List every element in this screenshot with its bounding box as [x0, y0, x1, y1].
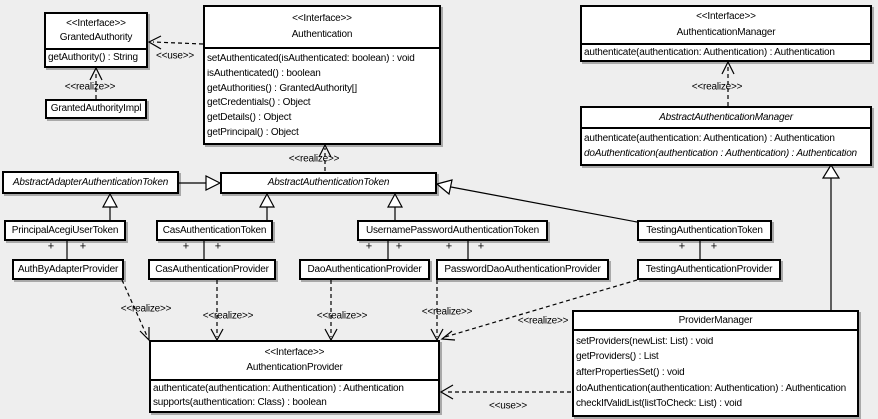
- method-label: getDetails() : Object: [207, 113, 292, 124]
- method-label: setAuthenticated(isAuthenticated: boolea…: [207, 53, 415, 64]
- class-authentication-manager[interactable]: <<Interface>> AuthenticationManager auth…: [580, 5, 872, 62]
- generalization-arrow-principaltoken-to-adaptertoken: [101, 192, 119, 220]
- class-abstract-adapter-authentication-token[interactable]: AbstractAdapterAuthenticationToken: [2, 171, 179, 194]
- method-label: authenticate(authentication: Authenticat…: [584, 47, 835, 58]
- use-arrow-providermanager-to-authenticationprovider: [439, 384, 571, 400]
- method-label: doAuthentication(authentication : Authen…: [584, 149, 857, 159]
- use-arrow-authentication-to-grantedauthority: [147, 35, 204, 50]
- class-provider-manager[interactable]: ProviderManager setProviders(newList: Li…: [572, 310, 859, 417]
- generalization-arrow-castoken-to-abstracttoken: [258, 192, 276, 220]
- generalization-arrow-testingtoken-to-abstracttoken: [435, 179, 638, 223]
- methods-compartment: authenticate(authentication: Authenticat…: [582, 129, 870, 164]
- class-cas-authentication-provider[interactable]: CasAuthenticationProvider: [148, 259, 276, 280]
- realize-stereotype-label: <<realize>>: [64, 81, 116, 93]
- stereotype-label: <<Interface>>: [264, 347, 325, 358]
- method-label: authenticate(authentication: Authenticat…: [584, 134, 835, 144]
- class-header: ProviderManager: [574, 312, 857, 331]
- class-name: AbstractAuthenticationManager: [659, 112, 793, 123]
- realize-stereotype-label: <<realize>>: [421, 306, 473, 318]
- class-name: Authentication: [291, 30, 353, 41]
- class-username-password-authentication-token[interactable]: UsernamePasswordAuthenticationToken: [357, 220, 548, 241]
- class-testing-authentication-token[interactable]: TestingAuthenticationToken: [637, 220, 772, 241]
- class-name: AuthenticationProvider: [246, 363, 343, 374]
- method-label: getCredentials() : Object: [207, 98, 311, 109]
- class-testing-authentication-provider[interactable]: TestingAuthenticationProvider: [637, 259, 781, 280]
- method-label: getAuthorities() : GrantedAuthority[]: [207, 83, 357, 94]
- association-end-plus: +: [477, 240, 485, 253]
- class-header: <<Interface>> Authentication: [205, 7, 439, 49]
- generalization-arrow-usernametoken-to-abstracttoken: [386, 192, 404, 220]
- class-name: DaoAuthenticationProvider: [307, 263, 422, 275]
- class-name: CasAuthenticationProvider: [155, 263, 269, 275]
- use-stereotype-label: <<use>>: [155, 50, 195, 62]
- realize-stereotype-label: <<realize>>: [120, 303, 172, 315]
- class-name: GrantedAuthority: [59, 33, 133, 44]
- class-authentication-provider[interactable]: <<Interface>> AuthenticationProvider aut…: [149, 340, 440, 413]
- class-password-dao-authentication-provider[interactable]: PasswordDaoAuthenticationProvider: [436, 259, 609, 280]
- method-label: isAuthenticated() : boolean: [207, 68, 321, 79]
- realize-stereotype-label: <<realize>>: [288, 153, 340, 165]
- association-end-plus: +: [182, 240, 190, 253]
- methods-compartment: authenticate(authentication: Authenticat…: [151, 381, 438, 411]
- methods-compartment: setAuthenticated(isAuthenticated: boolea…: [205, 49, 439, 143]
- class-name: PrincipalAcegiUserToken: [11, 224, 119, 236]
- class-granted-authority-impl[interactable]: GrantedAuthorityImpl: [45, 99, 147, 119]
- association-end-plus: +: [79, 240, 87, 253]
- stereotype-label: <<Interface>>: [696, 12, 756, 23]
- method-label: checkIfValidList(listToCheck: List) : vo…: [576, 399, 742, 410]
- methods-compartment: getAuthority() : String: [46, 50, 146, 66]
- class-header: <<Interface>> AuthenticationManager: [582, 7, 870, 45]
- class-name: AuthByAdapterProvider: [17, 263, 119, 275]
- class-name: AbstractAuthenticationToken: [267, 177, 390, 188]
- class-cas-authentication-token[interactable]: CasAuthenticationToken: [156, 220, 273, 241]
- stereotype-label: <<Interface>>: [292, 13, 352, 24]
- method-label: afterPropertiesSet() : void: [576, 367, 685, 378]
- realize-stereotype-label: <<realize>>: [316, 310, 368, 322]
- class-granted-authority[interactable]: <<Interface>> GrantedAuthority getAuthor…: [44, 12, 148, 68]
- class-header: AbstractAuthenticationManager: [582, 108, 870, 129]
- method-label: authenticate(authentication: Authenticat…: [153, 384, 404, 395]
- association-end-plus: +: [214, 240, 222, 253]
- method-label: supports(authentication: Class) : boolea…: [153, 397, 327, 408]
- use-stereotype-label: <<use>>: [488, 400, 528, 412]
- association-end-plus: +: [365, 240, 373, 253]
- method-label: getProviders() : List: [576, 352, 659, 363]
- class-name: UsernamePasswordAuthenticationToken: [365, 224, 540, 236]
- class-name: GrantedAuthorityImpl: [50, 103, 142, 114]
- class-name: AuthenticationManager: [676, 27, 776, 38]
- method-label: getPrincipal() : Object: [207, 128, 299, 139]
- association-end-plus: +: [395, 240, 403, 253]
- association-end-plus: +: [710, 240, 718, 253]
- association-end-plus: +: [445, 240, 453, 253]
- class-abstract-authentication-manager[interactable]: AbstractAuthenticationManager authentica…: [580, 106, 872, 166]
- class-auth-by-adapter-provider[interactable]: AuthByAdapterProvider: [12, 259, 124, 280]
- method-label: setProviders(newList: List) : void: [576, 336, 714, 347]
- class-principal-acegi-user-token[interactable]: PrincipalAcegiUserToken: [4, 220, 126, 241]
- methods-compartment: setProviders(newList: List) : void getPr…: [574, 331, 857, 415]
- class-name: ProviderManager: [678, 315, 753, 326]
- method-label: doAuthentication(authentication: Authent…: [576, 383, 846, 394]
- class-name: AbstractAdapterAuthenticationToken: [12, 176, 169, 188]
- class-authentication[interactable]: <<Interface>> Authentication setAuthenti…: [203, 5, 441, 145]
- method-label: getAuthority() : String: [48, 53, 138, 63]
- association-end-plus: +: [678, 240, 686, 253]
- class-header: <<Interface>> AuthenticationProvider: [151, 342, 438, 381]
- methods-compartment: authenticate(authentication: Authenticat…: [582, 45, 870, 60]
- class-name: TestingAuthenticationProvider: [645, 263, 773, 275]
- class-name: TestingAuthenticationToken: [646, 224, 763, 236]
- realize-stereotype-label: <<realize>>: [691, 81, 743, 93]
- association-end-plus: +: [47, 240, 55, 253]
- class-abstract-authentication-token[interactable]: AbstractAuthenticationToken: [220, 172, 437, 194]
- generalization-arrow-providermanager-to-abstractmanager: [821, 163, 841, 310]
- class-header: <<Interface>> GrantedAuthority: [46, 14, 146, 50]
- class-dao-authentication-provider[interactable]: DaoAuthenticationProvider: [299, 259, 430, 280]
- class-name: CasAuthenticationToken: [162, 224, 267, 236]
- realize-stereotype-label: <<realize>>: [202, 310, 254, 322]
- generalization-arrow-adaptertoken-to-abstracttoken: [179, 175, 222, 191]
- class-name: PasswordDaoAuthenticationProvider: [444, 263, 601, 275]
- realize-stereotype-label: <<realize>>: [517, 315, 569, 327]
- stereotype-label: <<Interface>>: [66, 18, 126, 29]
